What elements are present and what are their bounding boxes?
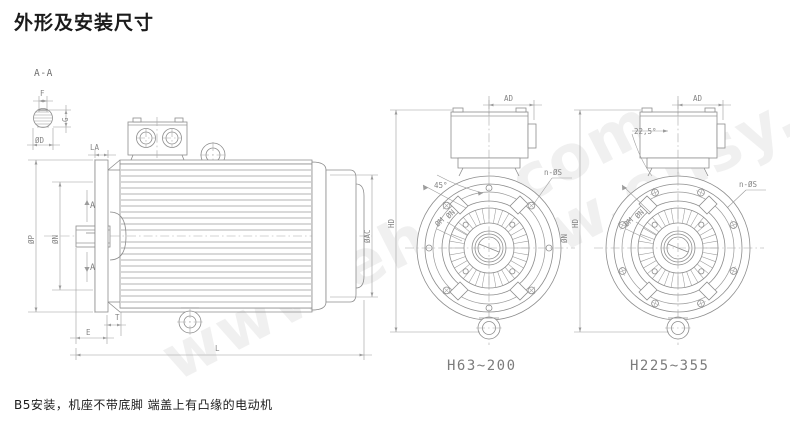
dim-label-right-small: ØN	[560, 234, 569, 243]
dim-ad-small: AD	[483, 94, 542, 120]
section-mark-a-bottom: A	[90, 263, 96, 273]
end-bell-bolts-large	[651, 221, 705, 275]
base-boss	[177, 307, 203, 335]
detail-section-aa: F G ØD A-A	[27, 68, 71, 150]
bolt-spec-leader-large: n-ØS	[726, 180, 766, 209]
dim-hd-small: HD	[387, 109, 480, 333]
dim-label-p: ØP	[27, 234, 36, 244]
frame-lugs-small	[449, 195, 529, 301]
bottom-boss-large	[665, 316, 691, 340]
frame-lugs-large	[638, 195, 718, 301]
dim-label-angle-small: 45°	[434, 181, 448, 190]
dim-la: LA	[88, 143, 116, 158]
dim-label-d: ØD	[35, 136, 45, 145]
section-mark-a-top: A	[90, 201, 96, 211]
page-caption: B5安装，机座不带底脚 端盖上有凸缘的电动机	[14, 398, 273, 412]
dim-label-ad-large: AD	[693, 94, 703, 103]
angle-leader-small: 45°	[422, 174, 484, 209]
dim-label-ad-small: AD	[504, 94, 514, 103]
bolt-spec-leader-small: n-ØS	[532, 168, 572, 206]
flange-body-small	[405, 160, 575, 345]
page-title: 外形及安装尺寸	[14, 12, 155, 34]
flange-body-large	[594, 160, 764, 345]
terminal-box-large	[639, 100, 726, 177]
dim-ad-large: AD	[672, 94, 731, 120]
caption-flange-small: H63~200	[447, 358, 517, 374]
dim-p: ØP	[27, 159, 93, 313]
dim-hd-large: HD	[571, 109, 669, 333]
bottom-boss-small	[476, 316, 502, 340]
dim-label-s-small: n-ØS	[544, 168, 563, 177]
view-flange-small: AD HD 45° n	[387, 94, 575, 345]
section-marks: A A	[84, 190, 95, 282]
dim-e-t: E T	[70, 248, 126, 344]
dim-label-g: G	[61, 117, 70, 122]
terminal-box	[127, 117, 188, 166]
dim-ac: ØAC	[330, 174, 378, 298]
dim-label-e: E	[86, 328, 91, 337]
dim-label-hd-large: HD	[571, 218, 580, 228]
end-bell	[109, 211, 127, 261]
section-title-aa: A-A	[34, 68, 53, 79]
dim-label-t: T	[115, 313, 120, 322]
dim-label-angle-large: 22,5°	[634, 127, 657, 136]
dim-right-small: ØN	[560, 234, 569, 243]
view-side-elevation: F G ØD A-A	[27, 68, 378, 360]
fan-cover	[311, 161, 365, 311]
flange-bolt-holes-large	[617, 187, 739, 309]
view-flange-large: AD HD 22,5°	[571, 94, 766, 345]
mounting-flange	[94, 159, 109, 313]
dim-label-hd-small: HD	[387, 218, 396, 228]
dim-label-f: F	[40, 89, 45, 98]
dim-label-ac: ØAC	[363, 229, 372, 243]
dim-label-n: ØN	[51, 235, 60, 244]
terminal-box-small	[450, 100, 537, 177]
dim-label-l: L	[215, 344, 220, 353]
dim-label-la: LA	[90, 143, 100, 152]
end-bell-bolts-small	[462, 221, 516, 275]
dim-l: L	[70, 300, 372, 360]
angle-leader-large: 22,5°	[621, 127, 668, 214]
cooling-fins	[121, 169, 311, 303]
dim-n: ØN	[51, 181, 93, 291]
dim-label-s-large: n-ØS	[739, 180, 758, 189]
caption-flange-large: H225~355	[630, 358, 710, 374]
